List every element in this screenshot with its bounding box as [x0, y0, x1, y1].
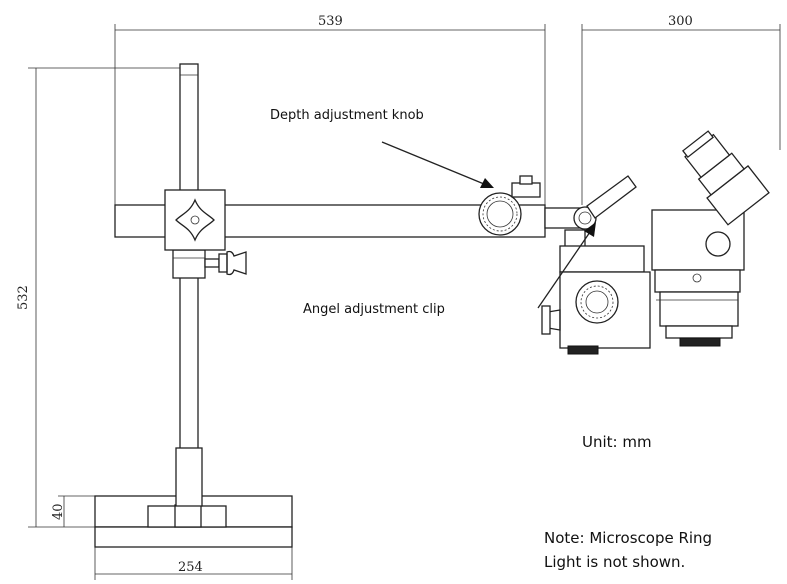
note-line-1: Note: Microscope Ring: [544, 529, 712, 547]
dimension-arm-length: 539: [114, 14, 546, 205]
microscope-head: [541, 209, 745, 355]
pillar-lock-knob: [204, 250, 247, 276]
dimension-head-offset: 300: [581, 14, 781, 205]
dimension-base-height: 40: [51, 495, 95, 527]
note-line-2: Light is not shown.: [544, 553, 685, 571]
unit-label: Unit: mm: [582, 433, 652, 451]
angle-clip-annotation: Angel adjustment clip: [303, 222, 596, 317]
depth-knob-label: Depth adjustment knob: [270, 108, 424, 123]
base-width-label: 254: [178, 560, 203, 575]
depth-adjustment-knob: [478, 175, 541, 236]
depth-knob-annotation: Depth adjustment knob: [270, 108, 494, 188]
dimension-height: 532: [16, 67, 185, 528]
arm-length-label: 539: [318, 14, 343, 29]
angle-clip-label: Angel adjustment clip: [303, 302, 445, 317]
angle-adjustment-clip: [544, 175, 637, 230]
stand-pillar: [172, 63, 206, 507]
microscope-eyepiece: [682, 130, 770, 226]
base-height-label: 40: [51, 503, 66, 520]
height-label: 532: [16, 285, 31, 310]
head-offset-label: 300: [668, 14, 693, 29]
